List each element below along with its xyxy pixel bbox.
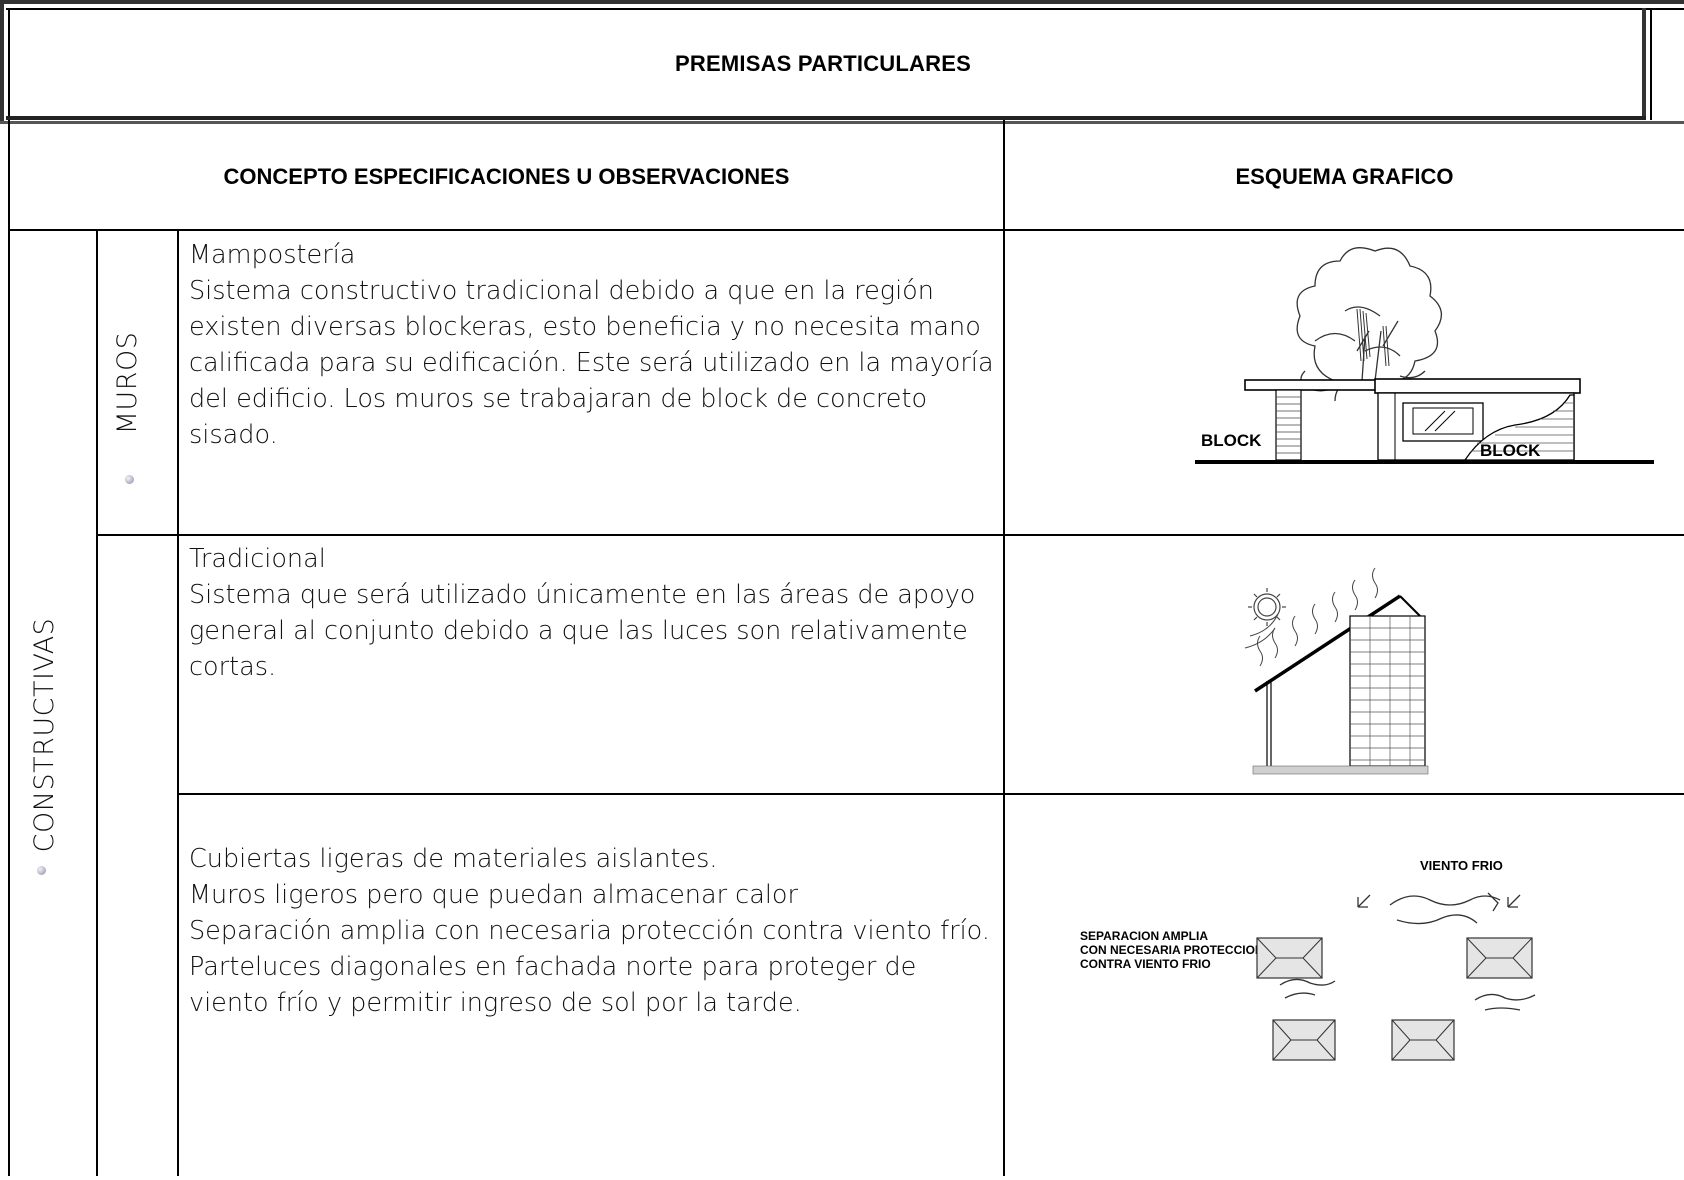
diagram-note-line-1: SEPARACION AMPLIA — [1080, 929, 1208, 943]
row-1-text: Mampostería Sistema constructivo tradici… — [189, 240, 994, 450]
diagram-label-wind: VIENTO FRIO — [1420, 858, 1503, 873]
row-3-text: Cubiertas ligeras de materiales aislante… — [189, 844, 990, 1018]
category-label-muros: MUROS — [112, 331, 143, 435]
header-frame — [0, 0, 1684, 124]
house-plan — [1256, 937, 1533, 1061]
page-title: PREMISAS PARTICULARES — [675, 51, 971, 76]
diagram-label-block-right: BLOCK — [1480, 441, 1541, 460]
diagram-wind-separation: VIENTO FRIO SEPARACION AMPLIA CON NECESA… — [1005, 795, 1684, 1176]
row-2-text: Tradicional Sistema que será utilizado ú… — [189, 544, 976, 682]
bullet-icon — [37, 866, 46, 875]
column-header-scheme: ESQUEMA GRAFICO — [1235, 164, 1454, 189]
diagram-note-line-2: CON NECESARIA PROTECCION — [1080, 943, 1264, 957]
diagram-traditional-roof — [1005, 536, 1684, 792]
column-header-concept: CONCEPTO ESPECIFICACIONES U OBSERVACIONE… — [223, 164, 790, 189]
diagram-block-wall: BLOCK BLOCK — [1005, 231, 1684, 533]
diagram-note-line-3: CONTRA VIENTO FRIO — [1080, 957, 1211, 971]
bullet-icon — [125, 475, 134, 484]
diagram-label-block-left: BLOCK — [1201, 431, 1262, 450]
sun-icon — [1248, 588, 1286, 626]
side-label-constructivas: CONSTRUCTIVAS — [29, 617, 60, 853]
